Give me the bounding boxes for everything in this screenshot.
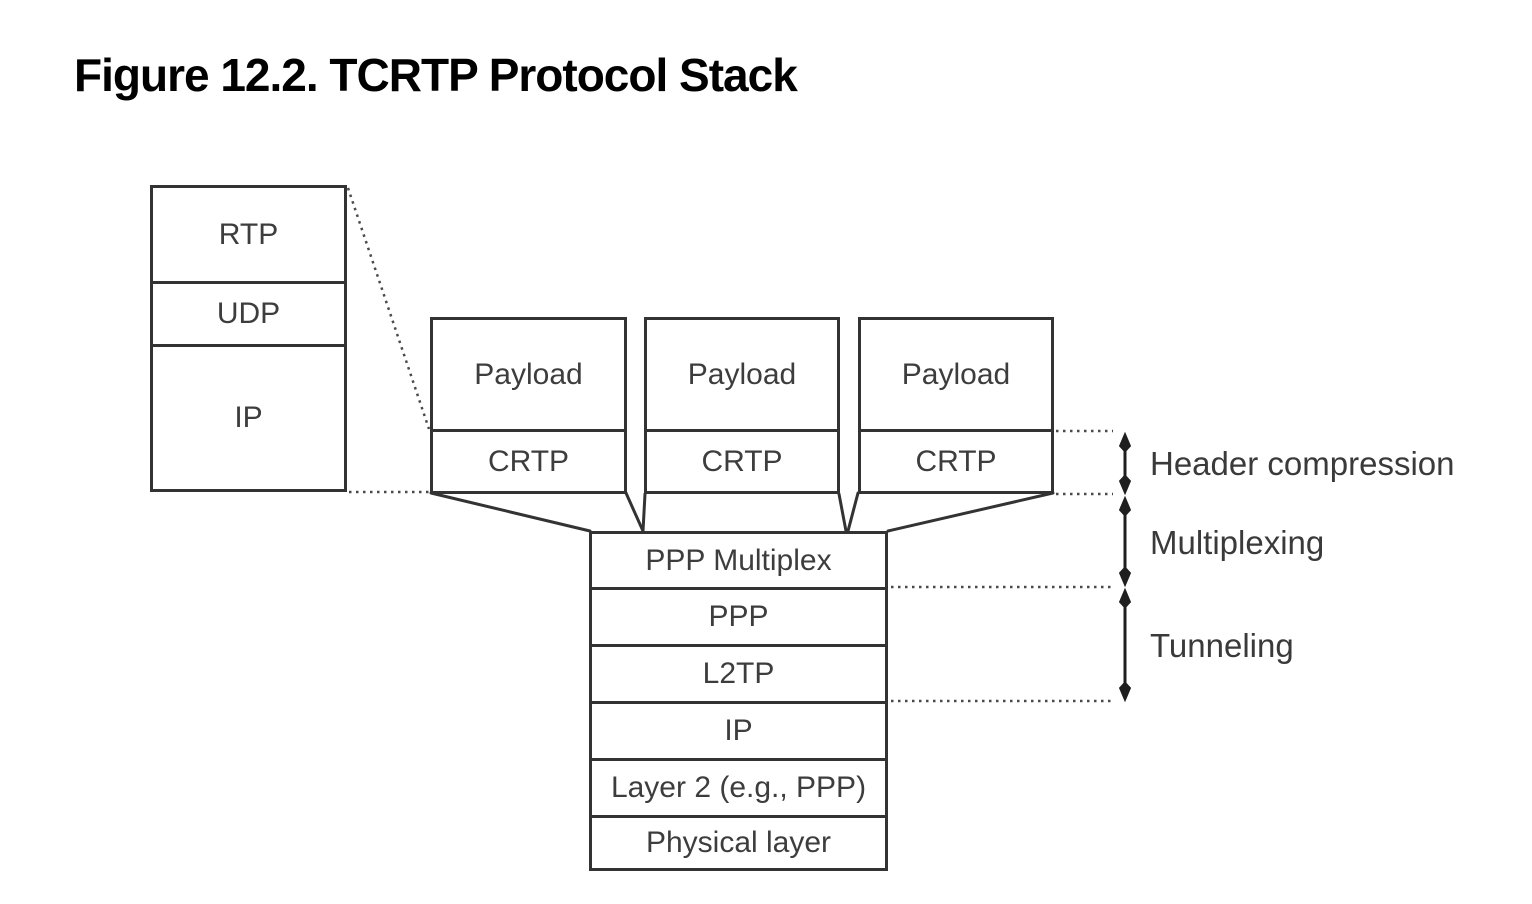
payload-box: Payload (861, 320, 1051, 432)
rtp-udp-ip-stack: RTP UDP IP (150, 185, 347, 492)
l2tp-layer-label: L2TP (702, 657, 775, 690)
payload-label: Payload (687, 357, 797, 391)
ppp-multiplex-layer-box: PPP Multiplex (592, 534, 885, 590)
l2tp-layer-box: L2TP (592, 647, 885, 704)
ppp-layer-label: PPP (708, 600, 769, 633)
payload-box: Payload (433, 320, 624, 432)
crtp-label: CRTP (915, 444, 997, 478)
compression-diagonal-dotted-line (346, 187, 431, 430)
crtp-box: CRTP (647, 432, 837, 491)
packet-stack-2: Payload CRTP (644, 317, 840, 494)
tunneling-span-dotted-lines (891, 585, 1113, 703)
crtp-box: CRTP (433, 432, 624, 491)
payload-label: Payload (901, 357, 1011, 391)
rtp-layer-label: RTP (218, 217, 279, 251)
crtp-box: CRTP (861, 432, 1051, 491)
layer2-layer-box: Layer 2 (e.g., PPP) (592, 761, 885, 818)
payload-box: Payload (647, 320, 837, 432)
packet-stack-1: Payload CRTP (430, 317, 627, 494)
ppp-multiplex-layer-label: PPP Multiplex (645, 543, 832, 577)
ppp-layer-box: PPP (592, 590, 885, 647)
crtp-label: CRTP (701, 444, 783, 478)
figure-caption: Figure 12.2. TCRTP Protocol Stack (74, 49, 798, 101)
packet-stack-3: Payload CRTP (858, 317, 1054, 494)
header-compression-label: Header compression (1150, 445, 1455, 482)
multiplexing-arrow (1118, 495, 1132, 588)
ip-layer-box: IP (153, 347, 344, 489)
physical-layer-label: Physical layer (645, 826, 832, 859)
ip-tunnel-layer-label: IP (724, 714, 753, 747)
udp-layer-box: UDP (153, 284, 344, 347)
header-compression-arrow (1118, 431, 1132, 496)
tunneling-arrow (1118, 587, 1132, 703)
rtp-layer-box: RTP (153, 188, 344, 284)
payload-label: Payload (474, 357, 583, 391)
ip-tunnel-layer-box: IP (592, 704, 885, 761)
tunnel-protocol-stack: PPP Multiplex PPP L2TP IP Layer 2 (e.g.,… (589, 531, 888, 871)
ip-layer-label: IP (234, 401, 263, 434)
tunneling-label: Tunneling (1150, 627, 1294, 664)
crtp-label: CRTP (487, 444, 570, 478)
physical-layer-box: Physical layer (592, 818, 885, 868)
multiplexing-label: Multiplexing (1150, 524, 1325, 561)
multiplex-funnel-lines (429, 491, 1055, 533)
layer2-layer-label: Layer 2 (e.g., PPP) (610, 771, 867, 804)
header-compression-span-dotted-lines (1056, 429, 1113, 496)
udp-layer-label: UDP (216, 297, 281, 330)
